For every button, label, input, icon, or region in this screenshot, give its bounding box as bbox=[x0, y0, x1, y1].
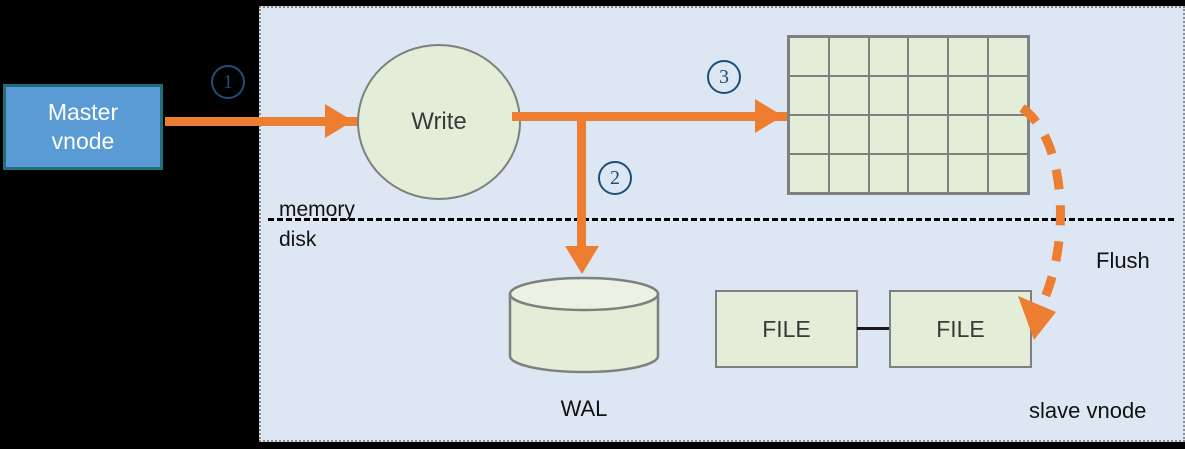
memtable-cell bbox=[909, 155, 948, 192]
file-box-1[interactable]: FILE bbox=[715, 290, 858, 368]
memtable-cell bbox=[909, 116, 948, 153]
flow-arrow-2-head-icon bbox=[565, 246, 599, 274]
memtable-cell bbox=[909, 38, 948, 75]
flow-arrow-2-line bbox=[577, 112, 586, 260]
memtable-cell bbox=[869, 155, 908, 192]
memtable-cell bbox=[829, 38, 868, 75]
write-node-label: Write bbox=[411, 108, 467, 135]
memtable-cell bbox=[909, 77, 948, 114]
memtable-cell bbox=[790, 77, 828, 114]
master-vnode-label-line2: vnode bbox=[51, 128, 115, 154]
file-connector-line bbox=[857, 327, 890, 330]
memtable-cell bbox=[989, 116, 1027, 153]
memtable-cell bbox=[869, 38, 908, 75]
memtable-grid bbox=[787, 35, 1030, 195]
write-node[interactable]: Write bbox=[357, 44, 521, 200]
memtable-cell bbox=[949, 155, 988, 192]
step-badge-1: 1 bbox=[211, 65, 245, 99]
memtable-cell bbox=[829, 77, 868, 114]
flush-label: Flush bbox=[1096, 248, 1150, 273]
flow-arrow-1-head-icon bbox=[325, 104, 353, 138]
memtable-cell bbox=[790, 116, 828, 153]
file-box-2-label: FILE bbox=[936, 315, 985, 342]
memtable-cell bbox=[989, 155, 1027, 192]
wal-label: WAL bbox=[560, 396, 608, 421]
file-box-1-label: FILE bbox=[762, 315, 811, 342]
flow-arrow-3-head-icon bbox=[755, 99, 783, 133]
memory-disk-divider bbox=[268, 218, 1174, 221]
step-badge-2: 2 bbox=[598, 161, 632, 195]
master-vnode-label-line1: Master bbox=[47, 99, 119, 126]
memtable-cell bbox=[949, 38, 988, 75]
memtable-cell bbox=[869, 116, 908, 153]
flow-arrow-1-line bbox=[165, 117, 367, 126]
memtable-cell bbox=[949, 116, 988, 153]
file-box-2[interactable]: FILE bbox=[889, 290, 1032, 368]
cylinder-shape-icon bbox=[508, 276, 660, 374]
disk-label: disk bbox=[279, 228, 317, 251]
wal-cylinder[interactable] bbox=[508, 276, 660, 374]
step-badge-3: 3 bbox=[707, 60, 741, 94]
slave-vnode-label: slave vnode bbox=[1029, 398, 1147, 423]
memtable-cell bbox=[989, 38, 1027, 75]
memtable-cell bbox=[869, 77, 908, 114]
memtable-cell bbox=[790, 155, 828, 192]
master-vnode-box[interactable]: Master vnode bbox=[3, 84, 163, 170]
memory-label: memory bbox=[279, 198, 355, 221]
memtable-cell bbox=[790, 38, 828, 75]
memtable-cell bbox=[829, 155, 868, 192]
memtable-cell bbox=[829, 116, 868, 153]
memtable-cell bbox=[949, 77, 988, 114]
flow-arrow-3-line bbox=[512, 112, 789, 121]
memtable-cell bbox=[989, 77, 1027, 114]
